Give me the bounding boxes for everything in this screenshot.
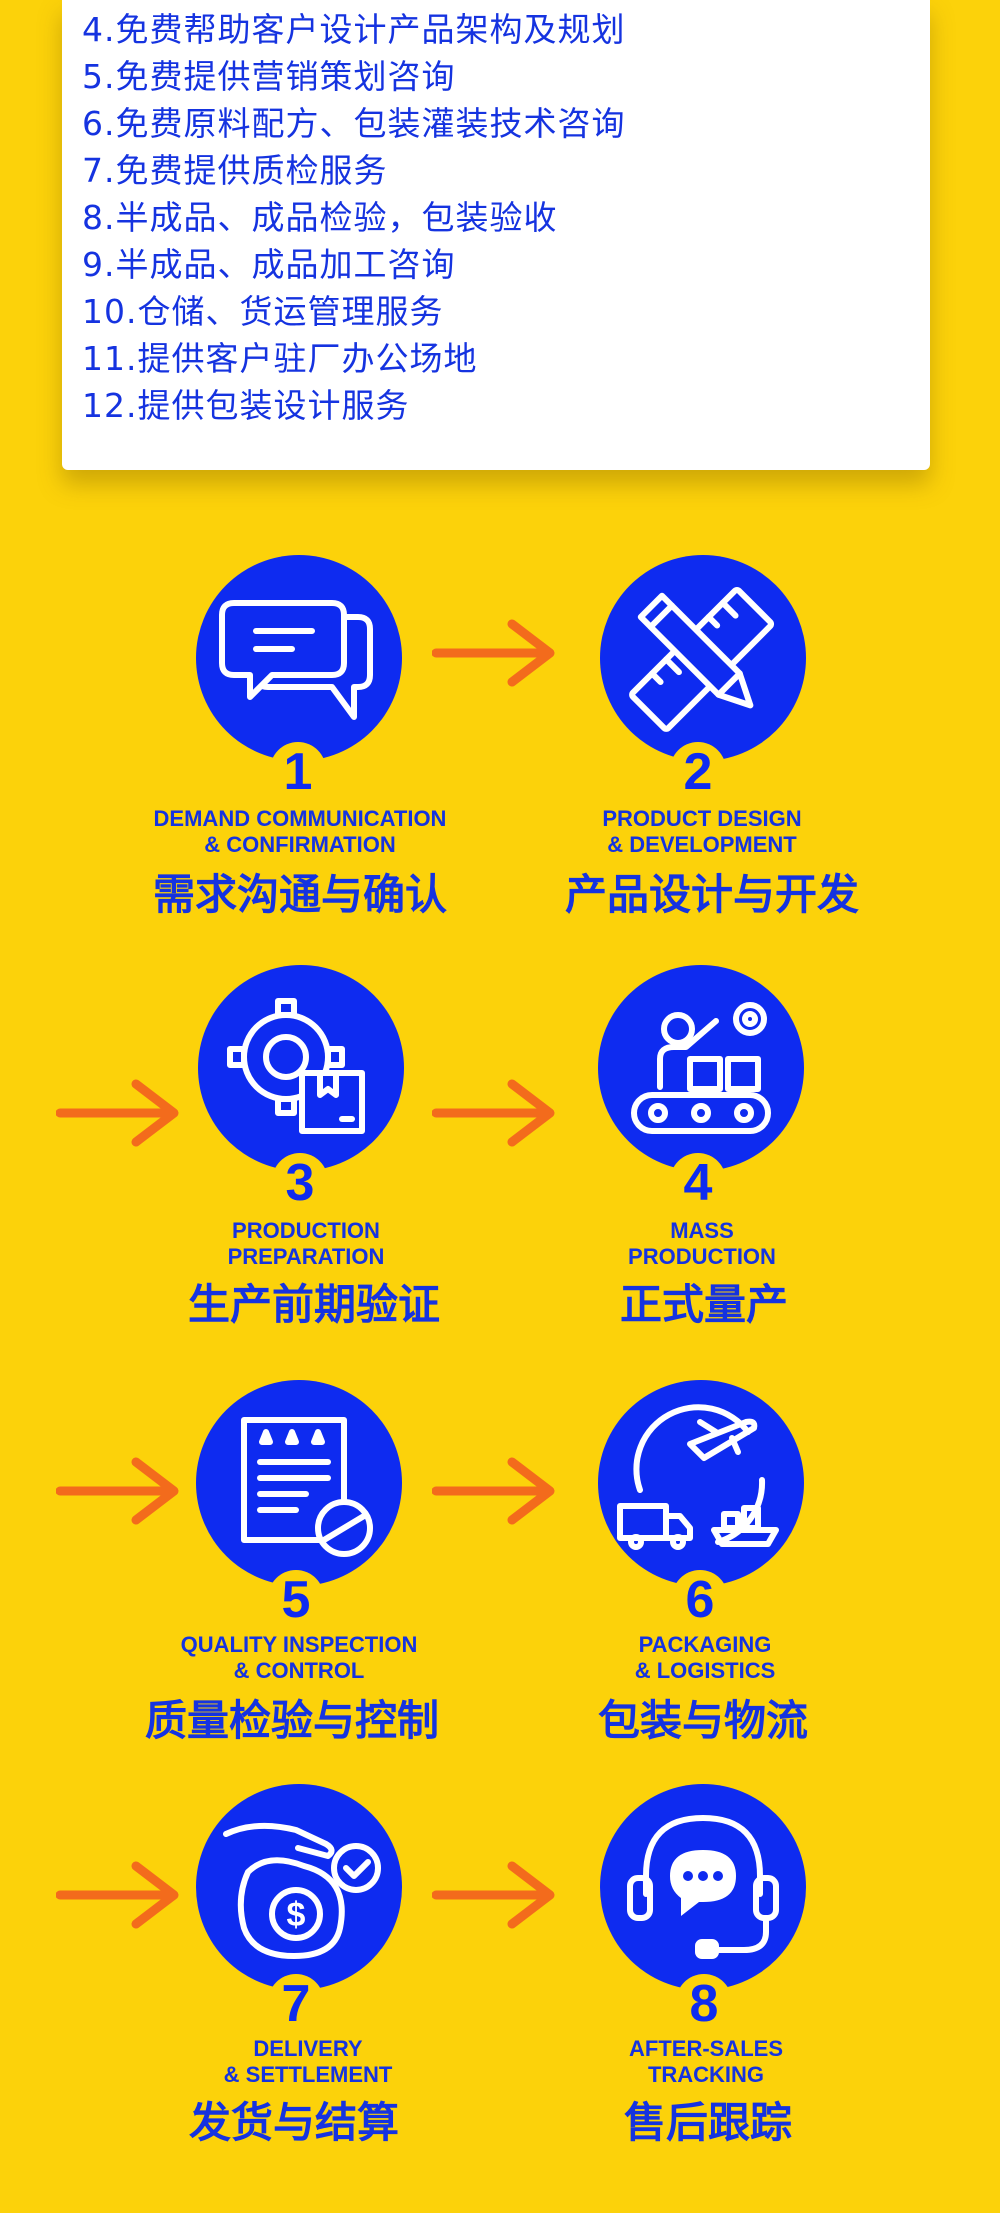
step-title-en: DEMAND COMMUNICATION & CONFIRMATION: [100, 806, 500, 858]
step-title-en: QUALITY INSPECTION & CONTROL: [99, 1632, 499, 1684]
step-title-en-line: & CONTROL: [233, 1658, 365, 1683]
chat-bubbles-icon: [196, 555, 402, 761]
step-title-en-line: PRODUCTION: [232, 1218, 380, 1243]
step-number: 7: [268, 1974, 324, 2033]
step-number: 2: [670, 742, 726, 801]
step-title-zh: 包装与物流: [597, 1696, 808, 1745]
conveyor-worker-icon: [598, 965, 804, 1171]
services-list: 4.免费帮助客户设计产品架构及规划 5.免费提供营销策划咨询 6.免费原料配方、…: [82, 6, 626, 429]
step-title-en-line: & DEVELOPMENT: [607, 832, 797, 857]
service-item: 6.免费原料配方、包装灌装技术咨询: [82, 104, 626, 143]
step-title-en: MASS PRODUCTION: [502, 1218, 902, 1270]
payment-icon: $: [196, 1784, 402, 1990]
step-number: 5: [268, 1570, 324, 1629]
step-title-en-line: PREPARATION: [227, 1244, 385, 1269]
step-title-en: DELIVERY & SETTLEMENT: [108, 2036, 508, 2088]
step-title-en: AFTER-SALES TRACKING: [506, 2036, 906, 2088]
step-title-en-line: PRODUCTION: [628, 1244, 776, 1269]
arrow-right-icon: [432, 1861, 555, 1929]
step-title-en-line: PACKAGING: [638, 1632, 772, 1657]
step-title-en: PACKAGING & LOGISTICS: [505, 1632, 905, 1684]
step-title-en-line: & SETTLEMENT: [223, 2062, 393, 2087]
arrow-right-icon: [56, 1457, 179, 1525]
step-title-zh: 质量检验与控制: [144, 1696, 439, 1745]
logistics-icon: [598, 1380, 804, 1586]
step-title-en-line: DEMAND COMMUNICATION: [153, 806, 447, 831]
service-item: 10.仓储、货运管理服务: [82, 292, 444, 331]
arrow-right-icon: [432, 619, 555, 687]
service-item: 9.半成品、成品加工咨询: [82, 245, 456, 284]
service-item: 8.半成品、成品检验，包装验收: [82, 198, 558, 237]
step-title-zh: 发货与结算: [188, 2098, 399, 2147]
service-item: 11.提供客户驻厂办公场地: [82, 339, 478, 378]
services-card: [62, 0, 930, 470]
step-title-en-line: AFTER-SALES: [629, 2036, 783, 2061]
step-title-zh: 正式量产: [619, 1280, 788, 1329]
step-title-zh: 需求沟通与确认: [152, 870, 447, 919]
arrow-right-icon: [56, 1079, 179, 1147]
quality-report-icon: [196, 1380, 402, 1586]
service-item: 7.免费提供质检服务: [82, 151, 388, 190]
arrow-right-icon: [432, 1457, 555, 1525]
headset-support-icon: [600, 1784, 806, 1990]
step-title-en-line: MASS: [670, 1218, 734, 1243]
step-title-en-line: PRODUCT DESIGN: [602, 806, 802, 831]
step-title-zh: 产品设计与开发: [564, 870, 859, 919]
step-title-en-line: QUALITY INSPECTION: [180, 1632, 418, 1657]
service-item: 12.提供包装设计服务: [82, 386, 410, 425]
step-title-zh: 生产前期验证: [187, 1280, 440, 1329]
step-title-en: PRODUCTION PREPARATION: [106, 1218, 506, 1270]
step-number: 8: [676, 1974, 732, 2033]
gear-box-icon: [198, 965, 404, 1171]
step-title-en: PRODUCT DESIGN & DEVELOPMENT: [502, 806, 902, 858]
service-item: 4.免费帮助客户设计产品架构及规划: [82, 10, 626, 49]
ruler-pencil-icon: [600, 555, 806, 761]
step-title-en-line: TRACKING: [647, 2062, 765, 2087]
service-item: 5.免费提供营销策划咨询: [82, 57, 456, 96]
step-number: 1: [270, 742, 326, 801]
step-title-en-line: & LOGISTICS: [634, 1658, 776, 1683]
arrow-right-icon: [432, 1079, 555, 1147]
arrow-right-icon: [56, 1861, 179, 1929]
step-title-en-line: DELIVERY: [253, 2036, 363, 2061]
step-number: 3: [272, 1153, 328, 1212]
step-number: 4: [670, 1153, 726, 1212]
svg-text:$: $: [287, 1896, 306, 1934]
step-title-zh: 售后跟踪: [623, 2098, 792, 2147]
step-number: 6: [672, 1570, 728, 1629]
step-title-en-line: & CONFIRMATION: [204, 832, 396, 857]
